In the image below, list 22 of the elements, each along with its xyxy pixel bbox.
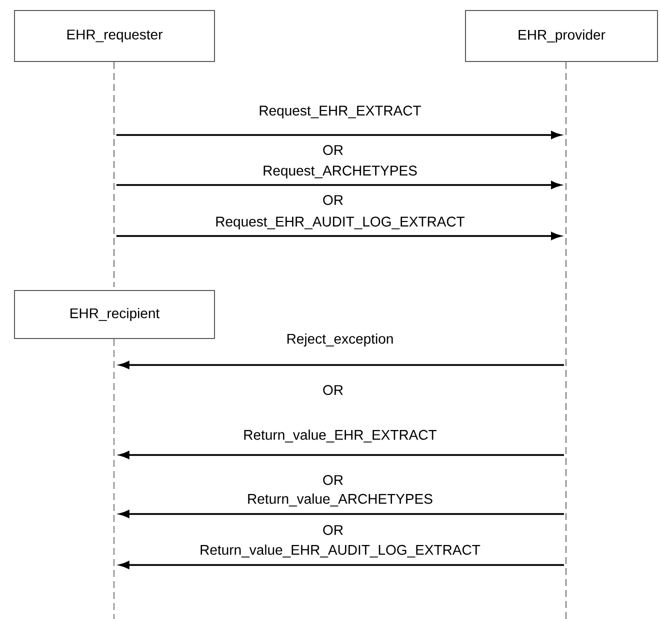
message-label: Request_EHR_AUDIT_LOG_EXTRACT bbox=[214, 216, 466, 230]
message-arrow bbox=[120, 361, 564, 369]
alternative-label: OR bbox=[323, 145, 343, 155]
participant-box: EHR_recipient bbox=[14, 290, 215, 339]
alternative-label: OR bbox=[323, 195, 343, 205]
participant-box: EHR_requester bbox=[14, 10, 215, 62]
message-label: Return_value_ARCHETYPES bbox=[246, 492, 434, 508]
message-label: Request_EHR_EXTRACT bbox=[258, 104, 422, 120]
participant-box: EHR_provider bbox=[465, 10, 658, 62]
message-arrow bbox=[116, 181, 561, 189]
message-label: Return_value_EHR_EXTRACT bbox=[242, 428, 438, 444]
message-label: Reject_exception bbox=[285, 332, 395, 348]
message-arrow bbox=[116, 232, 561, 240]
message-label: Return_value_EHR_AUDIT_LOG_EXTRACT bbox=[198, 544, 482, 558]
message-arrow bbox=[120, 561, 564, 569]
message-arrow bbox=[116, 131, 561, 139]
message-label: Request_ARCHETYPES bbox=[262, 164, 418, 180]
alternative-label: OR bbox=[323, 385, 343, 395]
alternative-label: OR bbox=[323, 475, 343, 485]
alternative-label: OR bbox=[323, 525, 343, 535]
message-arrow bbox=[120, 451, 564, 459]
message-arrow bbox=[120, 510, 564, 518]
